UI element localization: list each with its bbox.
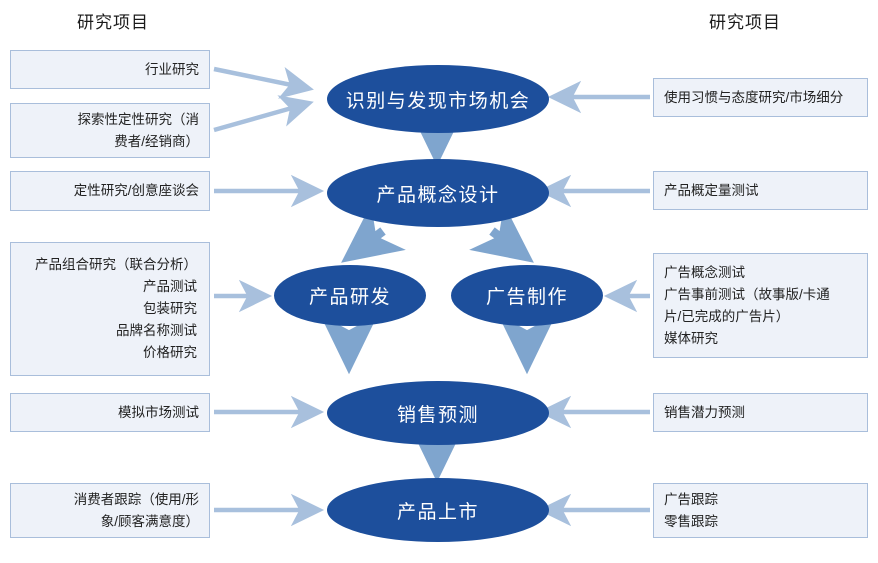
left-box-line: 包装研究 — [143, 301, 197, 316]
left-box-simulated-market-test[interactable]: 模拟市场测试 — [10, 393, 210, 432]
left-box-line: 产品测试 — [143, 279, 197, 294]
left-box-line: 定性研究/创意座谈会 — [73, 183, 199, 198]
left-box-line: 产品组合研究（联合分析） — [35, 257, 197, 272]
right-box-line: 广告概念测试 — [664, 264, 745, 280]
left-box-line: 消费者跟踪（使用/形 — [73, 491, 199, 507]
stage-product-development[interactable]: 产品研发 — [274, 265, 426, 326]
left-box-line: 象/顾客满意度） — [100, 513, 199, 529]
left-box-exploratory-qualitative[interactable]: 探索性定性研究（消 费者/经销商） — [10, 103, 210, 158]
right-box-line: 零售跟踪 — [664, 513, 718, 529]
right-column-header: 研究项目 — [709, 13, 781, 32]
left-box-line: 模拟市场测试 — [118, 404, 199, 420]
stage-identify-market-opportunity[interactable]: 识别与发现市场机会 — [327, 65, 549, 133]
left-box-product-combination[interactable]: 产品组合研究（联合分析） 产品测试 包装研究 品牌名称测试 价格研究 — [10, 242, 210, 376]
right-box-line: 片/已完成的广告片） — [664, 308, 790, 324]
left-box-line: 价格研究 — [143, 345, 197, 360]
stage-advertising-production[interactable]: 广告制作 — [451, 265, 603, 326]
left-box-line: 行业研究 — [145, 61, 199, 77]
right-box-advertising-tests[interactable]: 广告概念测试 广告事前测试（故事版/卡通 片/已完成的广告片） 媒体研究 — [653, 253, 868, 358]
left-box-line: 费者/经销商） — [114, 133, 199, 149]
right-box-line: 广告跟踪 — [664, 491, 718, 507]
right-box-usage-attitude-study[interactable]: 使用习惯与态度研究/市场细分 — [653, 78, 868, 117]
stage-product-concept-design[interactable]: 产品概念设计 — [327, 159, 549, 227]
right-box-line: 媒体研究 — [664, 330, 718, 346]
left-box-line: 品牌名称测试 — [116, 323, 197, 338]
right-box-line: 销售潜力预测 — [664, 404, 745, 420]
arrow-flow-3 — [469, 203, 534, 263]
left-box-line: 探索性定性研究（消 — [77, 111, 200, 127]
left-box-consumer-tracking[interactable]: 消费者跟踪（使用/形 象/顾客满意度） — [10, 483, 210, 538]
right-box-line: 产品概定量测试 — [664, 182, 759, 198]
arrow-left-1 — [213, 66, 314, 99]
right-box-tracking[interactable]: 广告跟踪 零售跟踪 — [653, 483, 868, 538]
left-column-header: 研究项目 — [77, 13, 149, 32]
arrow-flow-2 — [341, 203, 406, 263]
right-box-line: 使用习惯与态度研究/市场细分 — [664, 89, 844, 105]
right-box-concept-quant-test[interactable]: 产品概定量测试 — [653, 171, 868, 210]
left-box-qualitative-creative-panel[interactable]: 定性研究/创意座谈会 — [10, 171, 210, 211]
left-box-industry-research[interactable]: 行业研究 — [10, 50, 210, 89]
stage-sales-forecast[interactable]: 销售预测 — [327, 381, 549, 445]
arrow-left-2 — [213, 95, 314, 133]
stage-product-launch[interactable]: 产品上市 — [327, 478, 549, 542]
right-box-sales-potential-forecast[interactable]: 销售潜力预测 — [653, 393, 868, 432]
right-box-line: 广告事前测试（故事版/卡通 — [664, 286, 830, 302]
